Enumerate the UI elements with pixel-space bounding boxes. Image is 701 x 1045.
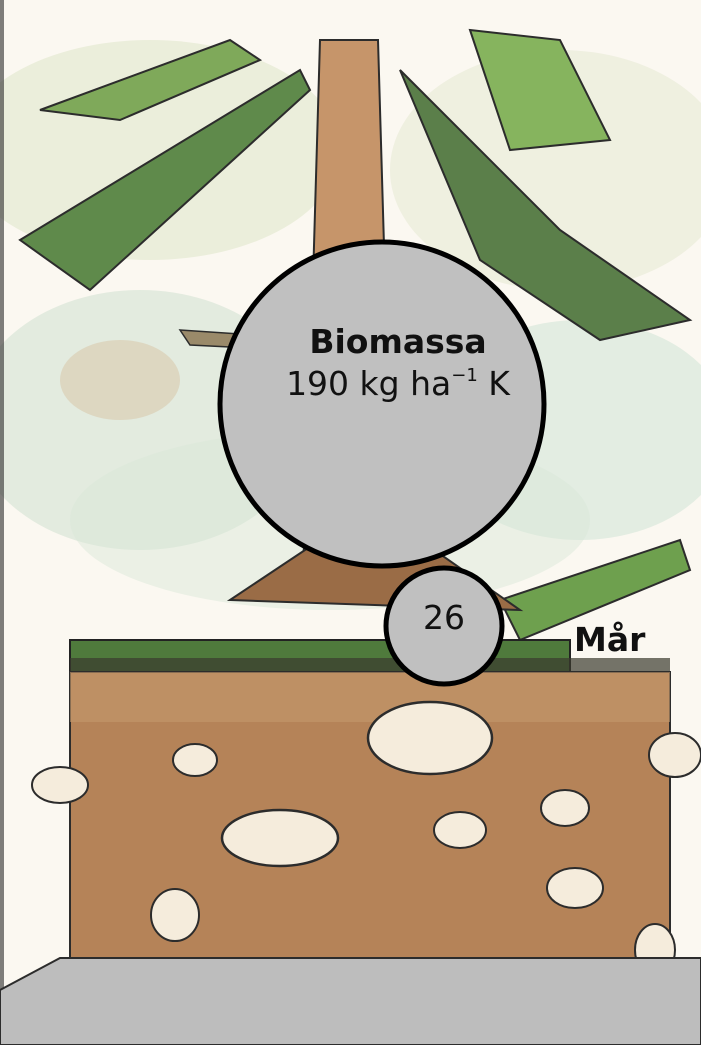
biomass-circle [220,242,544,566]
biomass-value: 190 kg ha−1 K [236,364,560,403]
bottom-grey-band [0,958,701,1045]
mor-value: 26 [389,598,499,637]
mor-label: Mår [574,620,645,659]
biomass-number: 190 kg ha [286,364,451,403]
biomass-exponent: −1 [451,365,478,386]
biomass-unit: K [478,364,510,403]
biomass-title: Biomassa [248,322,548,361]
